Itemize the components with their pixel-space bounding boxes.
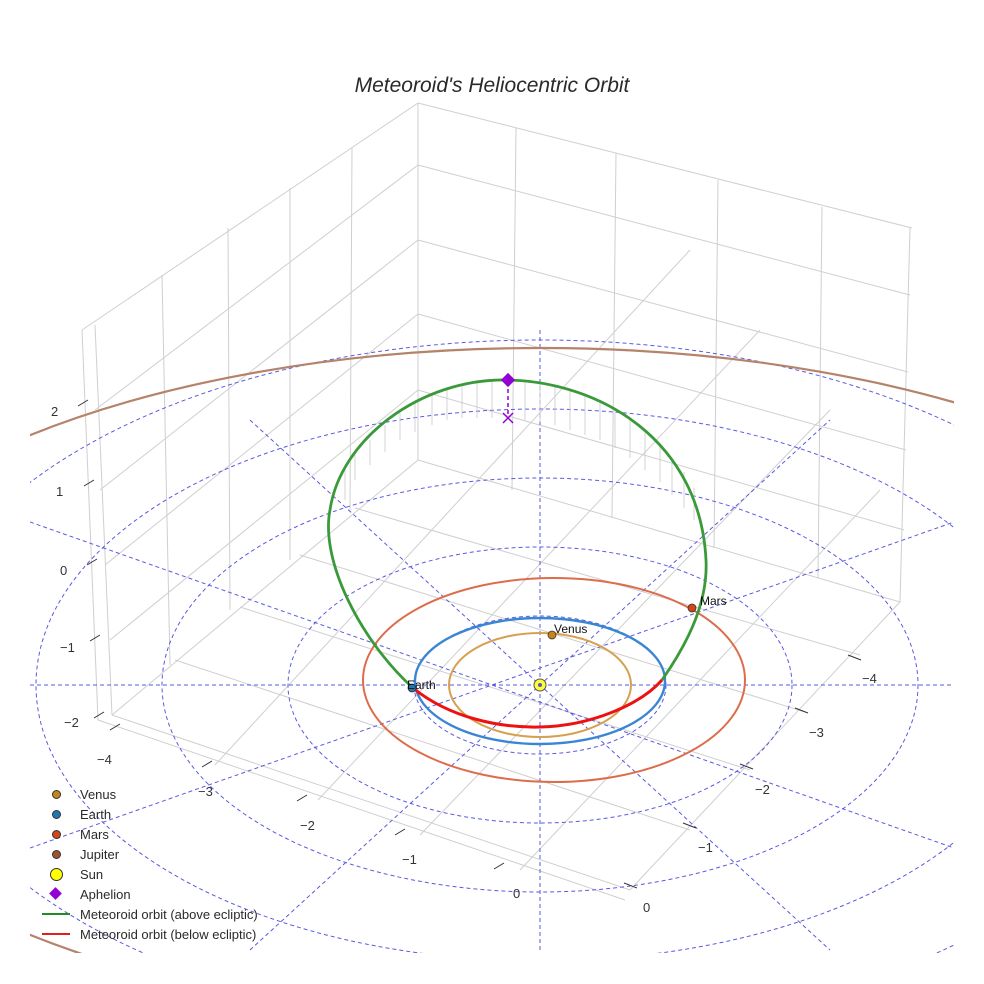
venus-marker[interactable] — [547, 630, 557, 640]
sun-center-dot — [538, 683, 542, 687]
mars-label: Mars — [700, 594, 727, 608]
legend-item-earth[interactable]: Earth — [30, 804, 258, 824]
legend-item-orbit-above[interactable]: Meteoroid orbit (above ecliptic) — [30, 904, 258, 924]
chart-title: Meteoroid's Heliocentric Orbit — [354, 74, 630, 97]
mars-marker[interactable] — [687, 603, 697, 613]
aphelion-marker[interactable] — [500, 372, 516, 388]
z-axis — [77, 399, 105, 719]
z-tick-2: 2 — [51, 404, 58, 419]
legend-item-venus[interactable]: Venus — [30, 784, 258, 804]
x-tick-m2: −2 — [300, 818, 315, 833]
earth-orbit — [413, 616, 667, 746]
x-tick-m3: −3 — [198, 784, 213, 799]
meteoroid-orbit-below — [412, 679, 664, 729]
y-tick-0: 0 — [643, 900, 650, 915]
jupiter-orbit — [30, 347, 954, 953]
x-tick-m1: −1 — [402, 852, 417, 867]
legend-item-sun[interactable]: Sun — [30, 864, 258, 884]
z-tick-m2: −2 — [64, 715, 79, 730]
venus-dot-icon — [52, 790, 61, 799]
earth-dot-icon — [52, 810, 61, 819]
y-tick-m1: −1 — [698, 840, 713, 855]
y-tick-m2: −2 — [755, 782, 770, 797]
y-tick-m4: −4 — [862, 671, 877, 686]
x-tick-m4: −4 — [97, 752, 112, 767]
earth-label: Earth — [407, 678, 436, 692]
legend-item-jupiter[interactable]: Jupiter — [30, 844, 258, 864]
jupiter-dot-icon — [52, 850, 61, 859]
z-tick-1: 1 — [56, 484, 63, 499]
venus-orbit — [448, 632, 632, 738]
sun-dot-icon — [50, 868, 63, 881]
z-tick-0: 0 — [60, 563, 67, 578]
green-line-icon — [42, 913, 70, 915]
mars-orbit — [362, 577, 746, 783]
drop-lines — [344, 380, 695, 520]
aphelion-projection-x-icon — [502, 412, 514, 424]
red-line-icon — [42, 933, 70, 935]
legend-item-orbit-below[interactable]: Meteoroid orbit (below ecliptic) — [30, 924, 258, 944]
y-axis — [623, 654, 862, 889]
y-tick-m3: −3 — [809, 725, 824, 740]
z-tick-m1: −1 — [60, 640, 75, 655]
legend: Venus Earth Mars Jupiter Sun Aphelion Me… — [30, 784, 258, 944]
legend-item-aphelion[interactable]: Aphelion — [30, 884, 258, 904]
venus-label: Venus — [554, 622, 587, 636]
mars-dot-icon — [52, 830, 61, 839]
x-axis — [109, 723, 505, 870]
box-gridlines — [81, 102, 913, 901]
earth-marker[interactable] — [407, 683, 417, 693]
aphelion-diamond-icon — [49, 887, 62, 900]
legend-item-mars[interactable]: Mars — [30, 824, 258, 844]
x-tick-0: 0 — [513, 886, 520, 901]
